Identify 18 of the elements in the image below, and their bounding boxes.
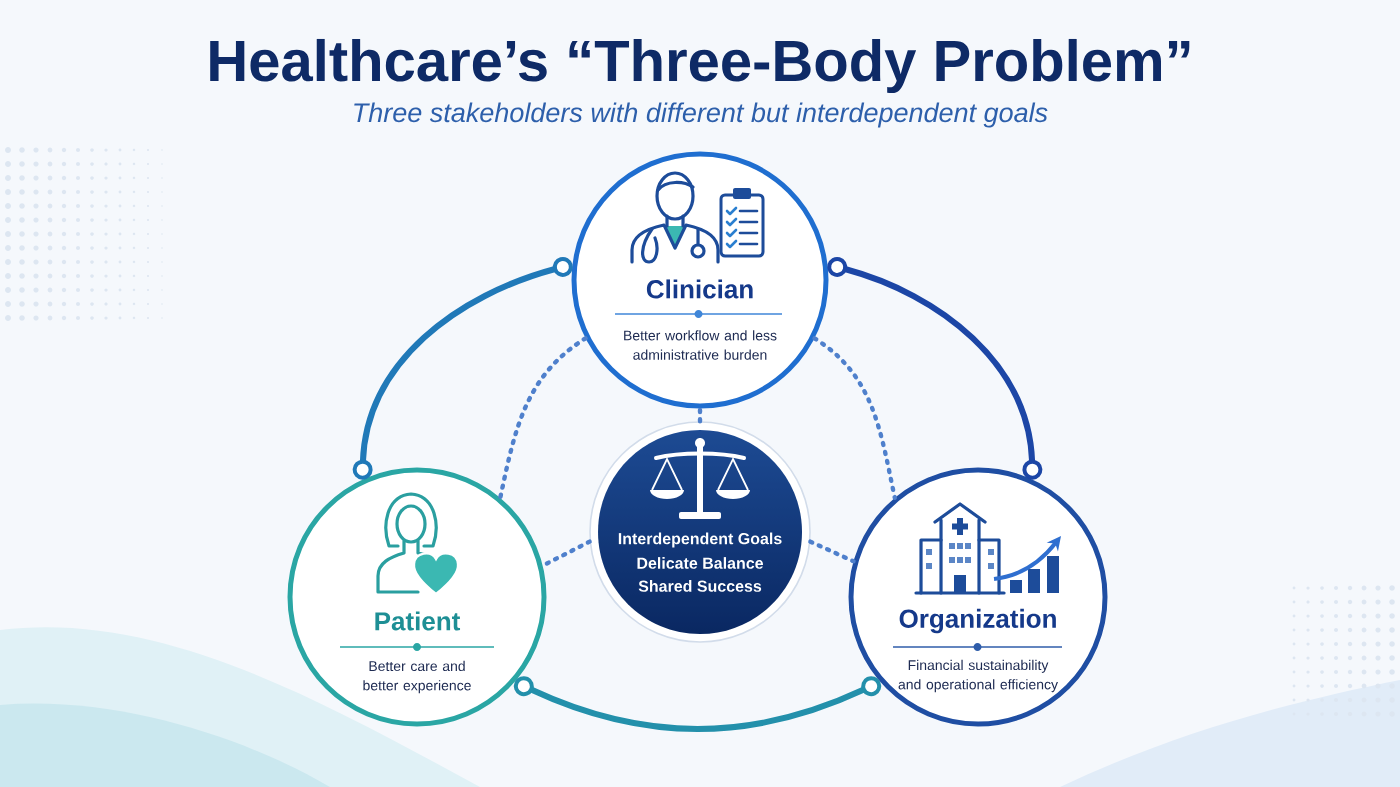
description: Better care and better experience	[363, 660, 471, 694]
node-title: Organization	[899, 608, 1056, 634]
connector	[812, 336, 897, 500]
description: Financial sustainability and operational efficiency	[898, 659, 1058, 693]
node-title: Patient	[375, 611, 461, 631]
description: Better workflow and less administrative burden	[624, 330, 777, 360]
center-text: Interdependent Goals	[618, 532, 782, 548]
connector	[808, 539, 856, 564]
node-title: Clinician	[646, 279, 753, 299]
center-text: Shared Success	[638, 580, 762, 592]
connector	[352, 256, 573, 480]
connector	[498, 336, 588, 500]
connector	[827, 256, 1043, 480]
connector	[513, 676, 882, 732]
title: Healthcare’s “Three-Body Problem”	[210, 38, 1190, 94]
connector	[697, 406, 703, 424]
subtitle: Three stakeholders with different but interdependent goals	[354, 102, 1048, 128]
center-text: Delicate Balance	[637, 557, 763, 569]
